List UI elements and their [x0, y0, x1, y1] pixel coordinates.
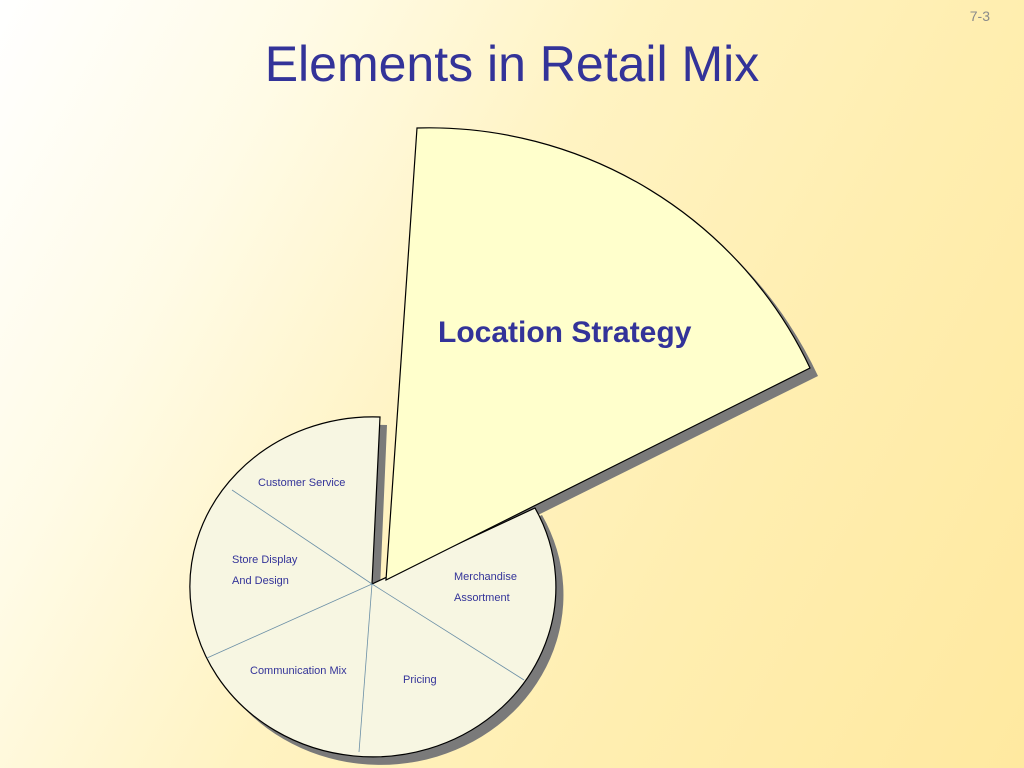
pie-body — [189, 416, 557, 758]
location-strategy-label: Location Strategy — [438, 316, 692, 349]
divider-customer-store — [231, 489, 373, 585]
merchandise-line2: Assortment — [454, 592, 510, 604]
slide-title: Elements in Retail Mix — [264, 36, 760, 92]
store-display-line1: Store Display — [232, 554, 298, 566]
slice-label-merchandise-assortment: Merchandise Assortment — [454, 567, 517, 609]
slide-number: 7-3 — [969, 8, 990, 24]
divider-pricing-merchandise — [371, 583, 525, 681]
merchandise-line1: Merchandise — [454, 571, 517, 583]
customer-service-line1: Customer Service — [258, 477, 346, 489]
slice-label-pricing: Pricing — [403, 670, 437, 691]
communication-mix-line1: Communication Mix — [250, 665, 347, 677]
slice-label-customer-service: Customer Service — [258, 473, 345, 494]
divider-store-communication — [206, 583, 373, 659]
slice-label-store-display: Store Display And Design — [232, 550, 297, 592]
location-strategy-slice — [385, 127, 811, 582]
slice-label-communication-mix: Communication Mix — [250, 661, 347, 682]
pricing-line1: Pricing — [403, 674, 437, 686]
store-display-line2: And Design — [232, 575, 289, 587]
divider-communication-pricing — [358, 583, 373, 753]
